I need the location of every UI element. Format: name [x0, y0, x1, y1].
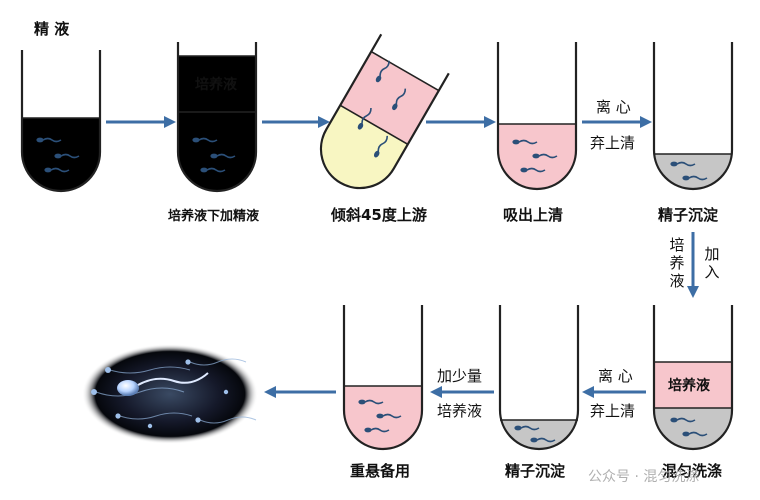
tube-supernatant [496, 42, 578, 191]
arrow-6-to-7 [582, 386, 646, 398]
medium-label-tube-6: 培养液 [668, 378, 710, 394]
semen-title: 精 液 [34, 20, 70, 38]
sperm-cells [192, 137, 236, 173]
tube-mix-wash [652, 305, 734, 451]
step-label-6: 精子沉淀 [505, 462, 566, 480]
arrow-2-to-3 [262, 116, 330, 128]
tube-resuspended [342, 305, 424, 451]
arrow-3-bottom-label: 弃上清 [590, 402, 636, 420]
arrow-1-top-label: 离 心 [596, 98, 631, 116]
arrow-4-top-label: 加少量 [437, 367, 483, 385]
tube-medium-over-semen [176, 42, 258, 193]
step-label-3: 吸出上清 [503, 206, 564, 224]
medium-label-tube-2: 培养液 [195, 77, 237, 93]
arrow-7-to-8 [430, 386, 494, 398]
step-label-5: 混匀洗涤 [662, 462, 723, 480]
step-label-4: 精子沉淀 [658, 206, 719, 224]
step-label-7: 重悬备用 [350, 462, 411, 480]
arrow-2-right-label: 加入 [704, 245, 720, 281]
arrow-8-to-result [264, 386, 336, 398]
tube-semen [20, 50, 102, 193]
step-label-1: 培养液下加精液 [168, 209, 260, 224]
sperm-cells [512, 139, 558, 173]
arrow-2-left-label: 培养液 [669, 236, 685, 290]
arrow-4-bottom-label: 培养液 [437, 402, 483, 420]
tube-pellet-1 [652, 42, 734, 191]
arrow-5-to-6 [687, 232, 699, 298]
sperm-micrograph [82, 344, 258, 444]
arrow-3-to-4 [426, 116, 496, 128]
arrow-1-to-2 [106, 116, 176, 128]
sperm-cells [670, 161, 708, 181]
sperm-cells [514, 425, 556, 443]
tube-pellet-2 [498, 305, 580, 451]
arrow-1-bottom-label: 弃上清 [590, 134, 636, 152]
arrow-3-top-label: 离 心 [598, 367, 633, 385]
step-label-2: 倾斜45度上游 [331, 206, 427, 224]
sperm-cells [36, 137, 80, 173]
sperm-cells [357, 60, 407, 158]
watermark-text: 公众号 · 混匀洗涤 [588, 469, 700, 485]
arrow-4-to-5 [582, 116, 652, 128]
sperm-cells [670, 417, 708, 437]
sperm-cells [358, 399, 402, 433]
